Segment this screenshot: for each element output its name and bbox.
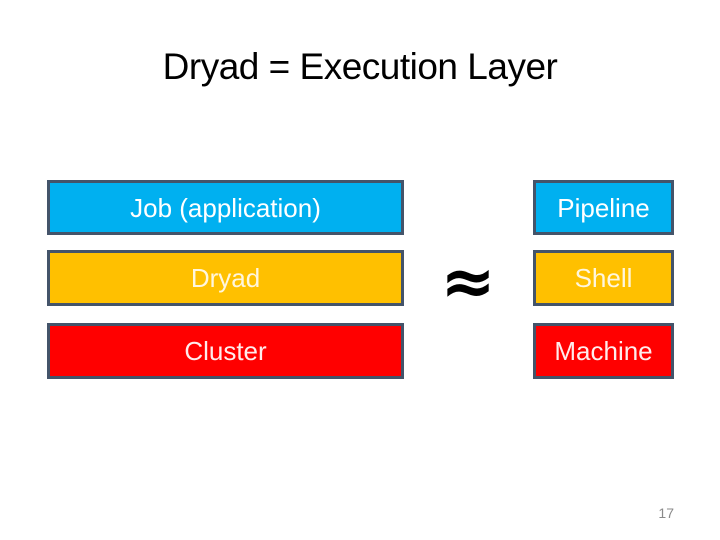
box-machine-label: Machine xyxy=(554,336,653,366)
box-pipeline: Pipeline xyxy=(533,180,674,235)
box-machine: Machine xyxy=(533,323,674,379)
slide-title: Dryad = Execution Layer xyxy=(162,46,558,87)
box-dryad: Dryad xyxy=(47,250,404,306)
approximately-equal-symbol: ≈ xyxy=(440,242,496,320)
box-cluster: Cluster xyxy=(47,323,404,379)
box-shell: Shell xyxy=(533,250,674,306)
page-number: 17 xyxy=(658,505,674,521)
box-shell-label: Shell xyxy=(574,263,633,293)
box-dryad-label: Dryad xyxy=(190,263,261,293)
box-pipeline-label: Pipeline xyxy=(557,192,650,223)
box-cluster-label: Cluster xyxy=(184,336,267,366)
box-job-application: Job (application) xyxy=(47,180,404,235)
box-job-application-label: Job (application) xyxy=(130,192,321,223)
